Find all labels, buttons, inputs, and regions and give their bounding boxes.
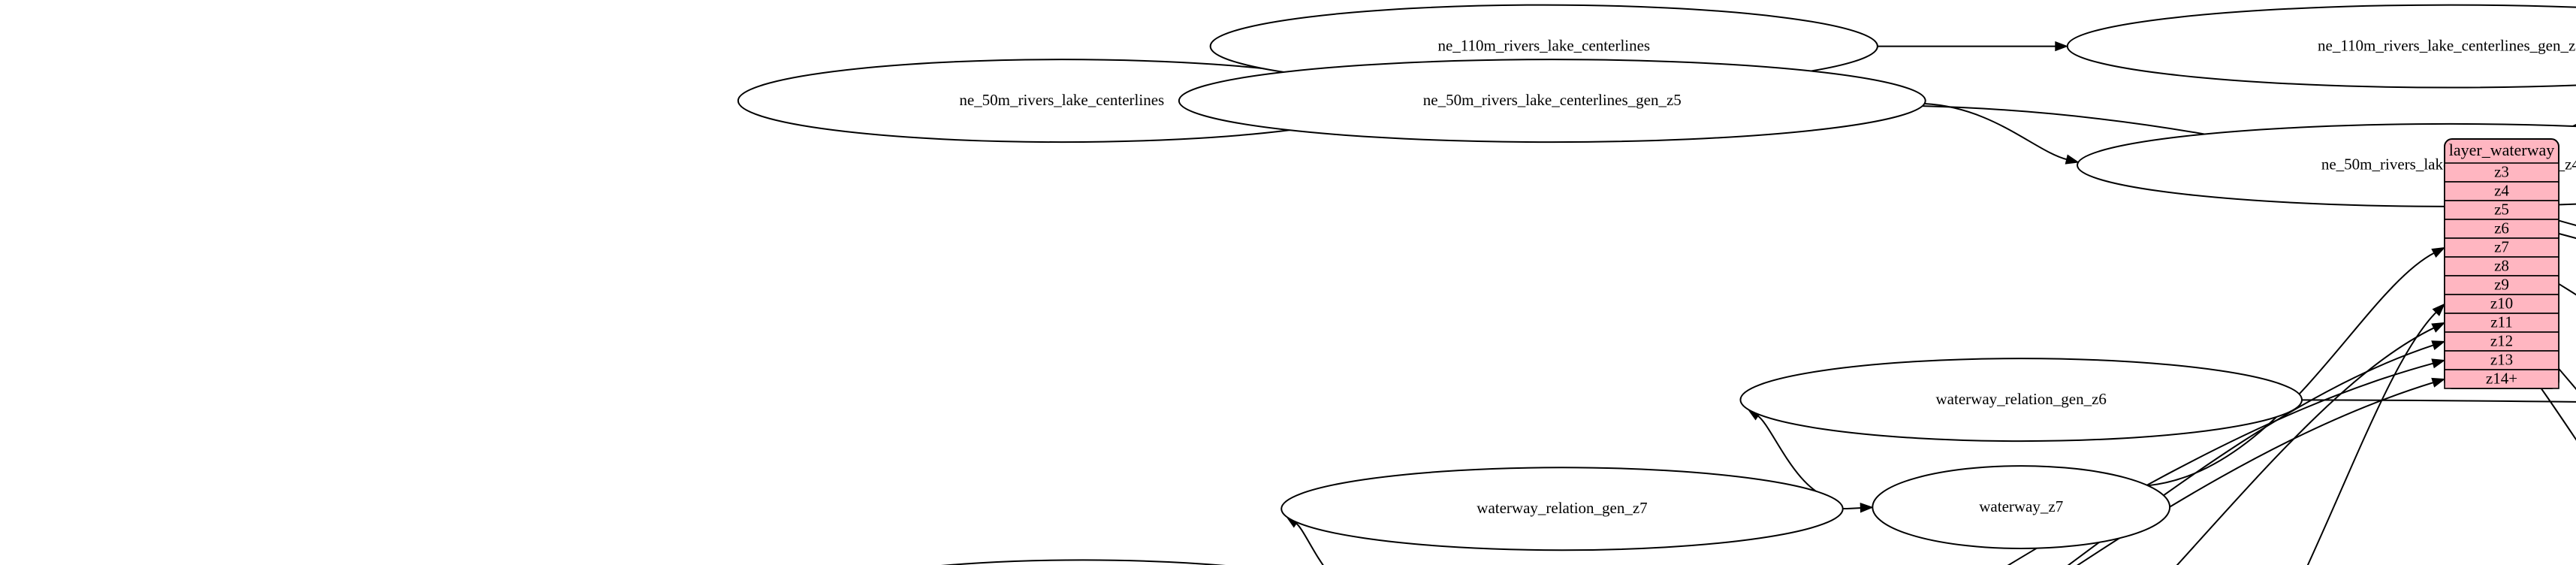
edge-arrowhead bbox=[1860, 503, 1874, 513]
table-layer: layer_waterwayz3z4z5z6z7z8z9z10z11z12z13… bbox=[2444, 138, 2559, 389]
graph-edge bbox=[1924, 103, 2068, 161]
edge-arrowhead bbox=[2432, 303, 2446, 316]
layer-waterway-row-z9[interactable] bbox=[2444, 275, 2559, 295]
graph-node-ne_50m_rivers_lake_centerlines_gen_z5[interactable]: ne_50m_rivers_lake_centerlines_gen_z5 bbox=[1178, 59, 1926, 144]
layer-waterway-row-z8[interactable] bbox=[2444, 256, 2559, 276]
edge-arrowhead bbox=[2431, 340, 2446, 351]
graph-node-waterway_relation_gen_z7[interactable]: waterway_relation_gen_z7 bbox=[1280, 467, 1844, 551]
layer-waterway-row-z12[interactable] bbox=[2444, 331, 2559, 352]
edge-arrowhead bbox=[2431, 377, 2446, 388]
edge-arrowhead bbox=[2065, 154, 2080, 165]
edge-arrowhead bbox=[2431, 246, 2446, 258]
graph-node-waterway_relation_gen_z6[interactable]: waterway_relation_gen_z6 bbox=[1739, 358, 2303, 443]
graph-edge bbox=[2077, 381, 2434, 565]
node-shape bbox=[940, 559, 1226, 565]
layer-waterway-row-z4[interactable] bbox=[2444, 181, 2559, 201]
layer-waterway-row-z11[interactable] bbox=[2444, 313, 2559, 333]
edge-arrowhead bbox=[2431, 358, 2446, 369]
node-shape bbox=[1280, 467, 1844, 551]
layer-waterway-row-z10[interactable] bbox=[2444, 294, 2559, 314]
layer-waterway-row-z7[interactable] bbox=[2444, 237, 2559, 258]
layer-waterway-row-z13[interactable] bbox=[2444, 350, 2559, 370]
graph-edge bbox=[2306, 311, 2438, 565]
layer-waterway-row-z14+[interactable] bbox=[2444, 369, 2559, 389]
node-shape bbox=[1872, 465, 2171, 550]
edge-arrowhead bbox=[2431, 322, 2446, 333]
graph-node-waterway_relation_gen_z8[interactable]: waterway_relation_gen_z8 bbox=[803, 559, 1365, 565]
layer-waterway-row-z6[interactable] bbox=[2444, 219, 2559, 239]
graph-edge bbox=[2147, 252, 2436, 487]
graph-edge bbox=[2302, 399, 2576, 403]
node-shape bbox=[1739, 358, 2303, 443]
graph-edge bbox=[1295, 522, 1324, 565]
layer-waterway-row-z5[interactable] bbox=[2444, 200, 2559, 220]
node-layer: imposm3osm_waterway_relationosm_waterway… bbox=[737, 4, 2576, 565]
graph-node-ne_110m_rivers_lake_centerlines_gen_z3[interactable]: ne_110m_rivers_lake_centerlines_gen_z3 bbox=[2066, 4, 2576, 89]
edge-arrowhead bbox=[2055, 41, 2069, 52]
node-shape bbox=[2066, 4, 2576, 89]
graph-node-waterway_z7[interactable]: waterway_z7 bbox=[1872, 465, 2171, 550]
layer-waterway-row-z3[interactable] bbox=[2444, 162, 2559, 183]
graph-edge bbox=[1842, 506, 1863, 510]
graph-edge bbox=[2176, 327, 2435, 565]
graph-node-layer-waterway[interactable]: layer_waterwayz3z4z5z6z7z8z9z10z11z12z13… bbox=[2444, 138, 2559, 389]
node-shape bbox=[1178, 59, 1926, 144]
graph-edge bbox=[2007, 362, 2434, 565]
